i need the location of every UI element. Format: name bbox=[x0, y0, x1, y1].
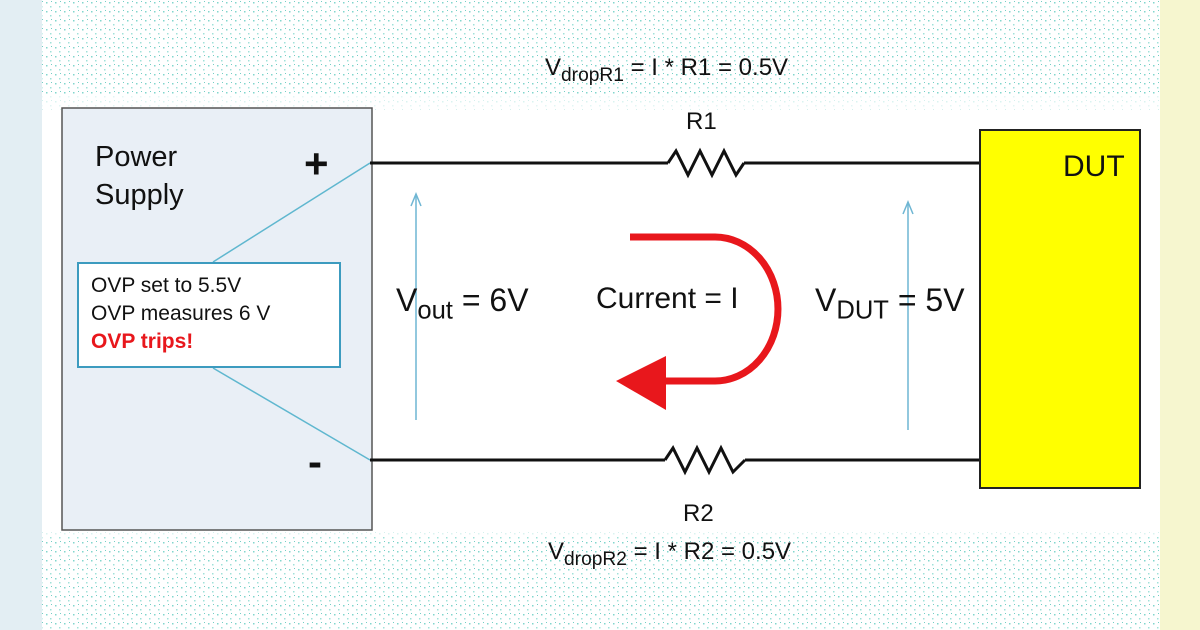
dut-label: DUT bbox=[1063, 150, 1125, 183]
vout-symbol: V bbox=[396, 282, 418, 318]
r1-label: R1 bbox=[686, 108, 717, 135]
current-arrow-head bbox=[616, 356, 666, 410]
ovp-measured-text: OVP measures 6 V bbox=[91, 302, 271, 325]
vdrop-r1-subscript: dropR1 bbox=[561, 64, 624, 86]
ovp-leader-top bbox=[212, 162, 371, 263]
positive-terminal-label: + bbox=[304, 140, 329, 187]
resistor-r2 bbox=[663, 444, 747, 476]
r2-label: R2 bbox=[683, 500, 714, 527]
left-margin-band bbox=[0, 0, 42, 630]
vdrop-r2-equation: VdropR2 = I * R2 = 0.5V bbox=[548, 538, 791, 571]
current-label: Current = I bbox=[596, 282, 739, 315]
vout-label: Vout = 6V bbox=[396, 282, 529, 326]
vdrop-r2-subscript: dropR2 bbox=[564, 548, 627, 570]
vdrop-r1-equation: VdropR1 = I * R1 = 0.5V bbox=[545, 54, 788, 87]
vdut-symbol: V bbox=[815, 282, 837, 318]
vdrop-r2-symbol: V bbox=[548, 538, 565, 565]
vdut-value: = 5V bbox=[888, 282, 965, 318]
ovp-trip-text: OVP trips! bbox=[91, 330, 194, 353]
current-arrow bbox=[630, 233, 782, 385]
resistor-r1 bbox=[666, 147, 746, 179]
negative-terminal-label: - bbox=[308, 438, 322, 485]
power-supply-title: Power Supply bbox=[95, 138, 184, 214]
dut-box bbox=[979, 129, 1141, 489]
power-supply-title-line1: Power bbox=[95, 141, 178, 173]
ovp-info-box: OVP set to 5.5V OVP measures 6 V OVP tri… bbox=[77, 262, 341, 368]
right-margin-band bbox=[1160, 0, 1200, 630]
speckle-bottom bbox=[42, 530, 1160, 630]
vdrop-r2-value: = I * R2 = 0.5V bbox=[626, 538, 792, 565]
vout-value: = 6V bbox=[452, 282, 529, 318]
vdut-arrow-head bbox=[902, 200, 914, 215]
power-supply-title-line2: Supply bbox=[95, 179, 184, 211]
vdrop-r1-value: = I * R1 = 0.5V bbox=[623, 54, 789, 81]
vdut-subscript: DUT bbox=[836, 296, 889, 325]
vout-arrow-head bbox=[410, 192, 422, 207]
ovp-leader-bottom bbox=[212, 367, 371, 461]
vout-subscript: out bbox=[417, 296, 453, 325]
vdrop-r1-symbol: V bbox=[545, 54, 562, 81]
vdut-label: VDUT = 5V bbox=[815, 282, 965, 326]
ovp-setting-text: OVP set to 5.5V bbox=[91, 274, 242, 297]
speckle-top bbox=[42, 0, 1160, 110]
